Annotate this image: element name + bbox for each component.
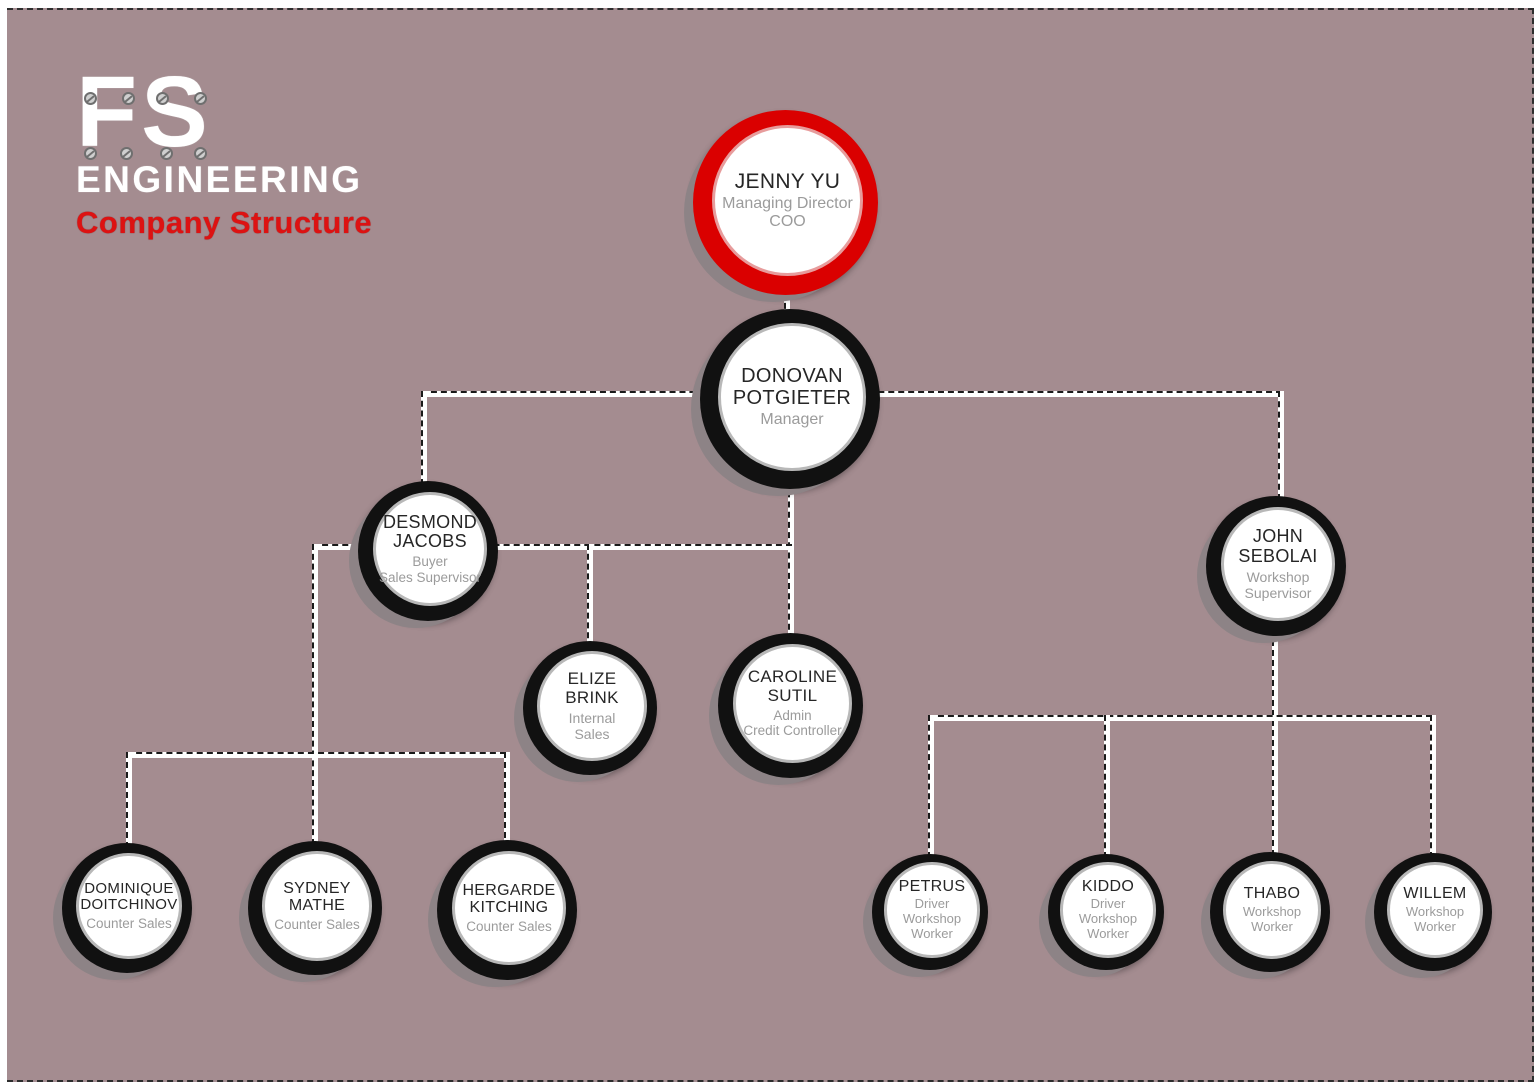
screw-icon [160, 147, 173, 160]
node-title: Manager [760, 410, 824, 428]
org-node-caroline-sutil: CAROLINE SUTIL Admin Credit Controller [718, 633, 863, 778]
node-title: Admin Credit Controller [743, 707, 842, 739]
node-name: DONOVAN POTGIETER [732, 364, 852, 409]
node-name: HERGARDE KITCHING [462, 881, 556, 917]
connector-line [126, 752, 132, 848]
node-name: THABO [1243, 885, 1301, 903]
logo-text-fs: FS [76, 56, 212, 168]
screw-icon [120, 147, 133, 160]
connector-line [788, 420, 794, 640]
node-name: JENNY YU [734, 169, 841, 193]
node-name: ELIZE BRINK [565, 669, 619, 707]
connector-line [421, 391, 427, 485]
org-node-thabo: THABO Workshop Worker [1210, 852, 1330, 972]
connector-line [1272, 600, 1278, 856]
connector-line [928, 715, 934, 858]
screw-icon [194, 92, 207, 105]
node-title: Managing Director COO [722, 194, 853, 231]
node-name: CAROLINE SUTIL [747, 667, 838, 705]
node-body: JOHN SEBOLAI Workshop Supervisor [1220, 506, 1336, 622]
node-title: Workshop Supervisor [1244, 568, 1312, 601]
connector-line [1278, 391, 1284, 500]
node-body: SYDNEY MATHE Counter Sales [262, 851, 372, 961]
node-body: HERGARDE KITCHING Counter Sales [451, 850, 567, 966]
node-body: DESMOND JACOBS Buyer Sales Supervisor [372, 491, 488, 607]
org-node-willem: WILLEM Workshop Worker [1374, 853, 1492, 971]
node-title: Buyer Sales Supervisor [378, 554, 482, 585]
connector-line [312, 544, 792, 550]
node-title: Driver Workshop Worker [902, 896, 962, 942]
node-body: WILLEM Workshop Worker [1386, 861, 1484, 959]
screw-icon [84, 147, 97, 160]
node-body: ELIZE BRINK Internal Sales [537, 651, 647, 761]
node-title: Counter Sales [466, 918, 552, 934]
connector-line [126, 752, 506, 758]
screw-icon [122, 92, 135, 105]
screw-icon [84, 92, 97, 105]
node-body: DONOVAN POTGIETER Manager [718, 323, 866, 471]
node-body: JENNY YU Managing Director COO [711, 124, 864, 277]
node-name: KIDDO [1081, 877, 1135, 895]
node-body: PETRUS Driver Workshop Worker [884, 862, 980, 958]
connector-line [312, 544, 318, 845]
org-node-sydney-mathe: SYDNEY MATHE Counter Sales [248, 841, 382, 975]
logo-text-engineering: ENGINEERING [76, 159, 363, 200]
node-body: THABO Workshop Worker [1222, 860, 1322, 960]
node-name: WILLEM [1403, 885, 1467, 903]
node-name: DESMOND JACOBS [382, 511, 478, 552]
page-title: Company Structure [76, 205, 373, 240]
org-node-elize-brink: ELIZE BRINK Internal Sales [523, 641, 657, 775]
node-title: Internal Sales [568, 709, 616, 742]
node-body: DOMINIQUE DOITCHINOV Counter Sales [75, 852, 183, 960]
node-body: KIDDO Driver Workshop Worker [1060, 862, 1156, 958]
org-node-dominique-doitchinov: DOMINIQUE DOITCHINOV Counter Sales [62, 843, 192, 973]
node-title: Workshop Worker [1242, 903, 1302, 934]
connector-line [928, 715, 1432, 721]
node-body: CAROLINE SUTIL Admin Credit Controller [733, 644, 852, 763]
org-node-kiddo: KIDDO Driver Workshop Worker [1048, 854, 1164, 970]
org-node-john-sebolai: JOHN SEBOLAI Workshop Supervisor [1206, 496, 1346, 636]
org-node-petrus: PETRUS Driver Workshop Worker [872, 854, 988, 970]
node-title: Counter Sales [274, 916, 360, 932]
node-title: Workshop Worker [1405, 903, 1465, 934]
org-node-hergarde-kitching: HERGARDE KITCHING Counter Sales [437, 840, 577, 980]
screw-icon [156, 92, 169, 105]
connector-line [1104, 715, 1110, 858]
node-title: Counter Sales [86, 915, 172, 931]
node-name: JOHN SEBOLAI [1238, 526, 1318, 566]
screw-icon [194, 147, 207, 160]
org-node-jenny-yu: JENNY YU Managing Director COO [693, 110, 878, 295]
node-name: PETRUS [898, 877, 966, 895]
connector-line [504, 752, 510, 848]
org-node-desmond-jacobs: DESMOND JACOBS Buyer Sales Supervisor [358, 481, 498, 621]
org-node-donovan-potgieter: DONOVAN POTGIETER Manager [700, 309, 880, 489]
node-name: SYDNEY MATHE [283, 879, 351, 915]
node-title: Driver Workshop Worker [1078, 896, 1138, 942]
connector-line [1430, 715, 1436, 858]
node-name: DOMINIQUE DOITCHINOV [80, 879, 178, 914]
connector-line [587, 544, 593, 648]
